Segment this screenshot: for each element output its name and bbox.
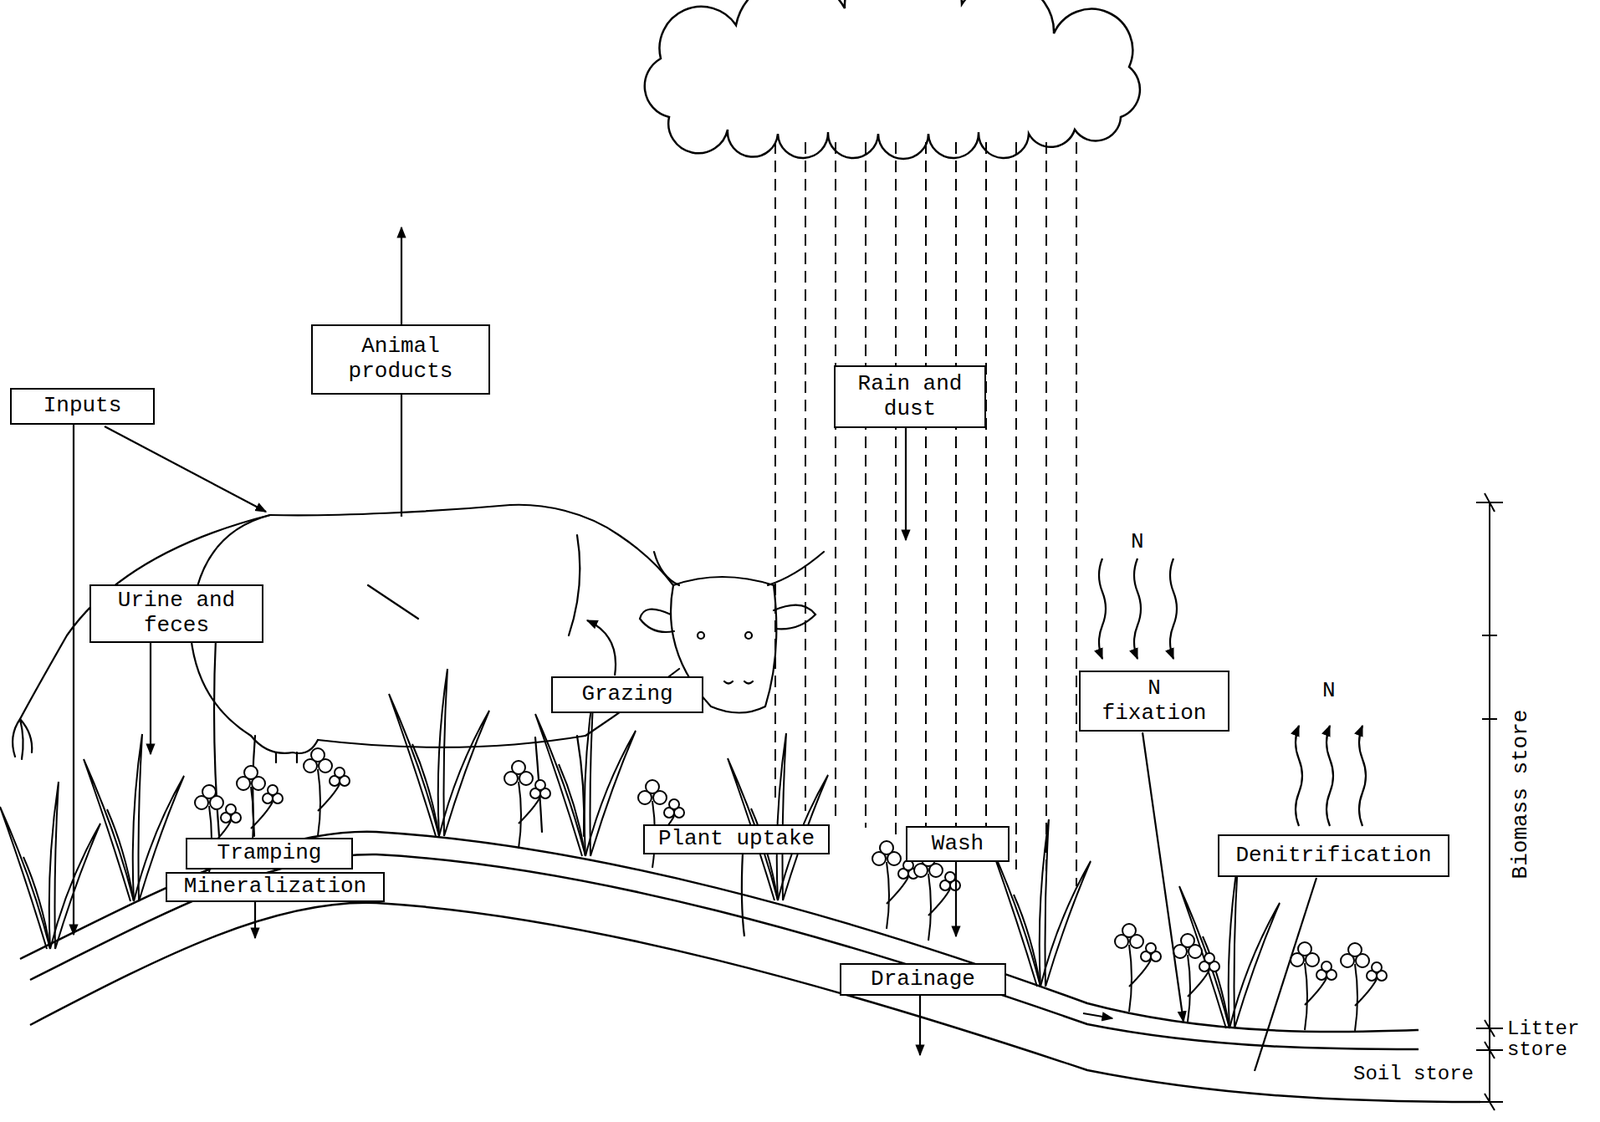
store-label: Litter store <box>1505 1018 1590 1061</box>
process-box: Denitrification <box>1217 834 1450 878</box>
process-box: Plant uptake <box>643 824 830 855</box>
process-box: Grazing <box>551 676 704 714</box>
box-label: Tramping <box>217 841 323 867</box>
box-label: N fixation <box>1099 676 1209 727</box>
process-box: Inputs <box>10 388 155 425</box>
process-box: Tramping <box>185 838 353 870</box>
store-label: Soil store <box>1351 1063 1476 1086</box>
ground-layers <box>20 832 1481 1103</box>
box-label: Wash <box>931 832 984 858</box>
process-box: Wash <box>905 826 1010 863</box>
process-box: Drainage <box>839 963 1007 997</box>
store-scale-bar <box>1476 493 1503 1111</box>
box-label: Drainage <box>870 967 976 993</box>
box-label: Rain and dust <box>842 372 978 423</box>
cloud <box>644 0 1140 159</box>
process-box: Rain and dust <box>833 365 987 429</box>
box-label: Urine and feces <box>97 588 256 639</box>
box-label: Inputs <box>43 393 123 420</box>
box-label: Plant uptake <box>658 827 815 853</box>
vegetation <box>0 669 1387 1032</box>
element-symbol: N <box>1129 530 1146 555</box>
box-label: Mineralization <box>184 874 367 900</box>
process-box: Mineralization <box>165 872 385 903</box>
process-box: N fixation <box>1078 670 1230 732</box>
box-label: Denitrification <box>1235 843 1432 870</box>
process-box: Urine and feces <box>89 584 264 644</box>
rain-lines <box>775 142 1077 887</box>
box-label: Grazing <box>581 682 673 708</box>
store-label: Biomass store <box>1508 708 1534 882</box>
flow-arrows <box>73 227 1366 1072</box>
element-symbol: N <box>1320 679 1338 704</box>
cow <box>12 505 824 837</box>
box-label: Animal products <box>319 334 482 385</box>
process-box: Animal products <box>311 324 491 395</box>
